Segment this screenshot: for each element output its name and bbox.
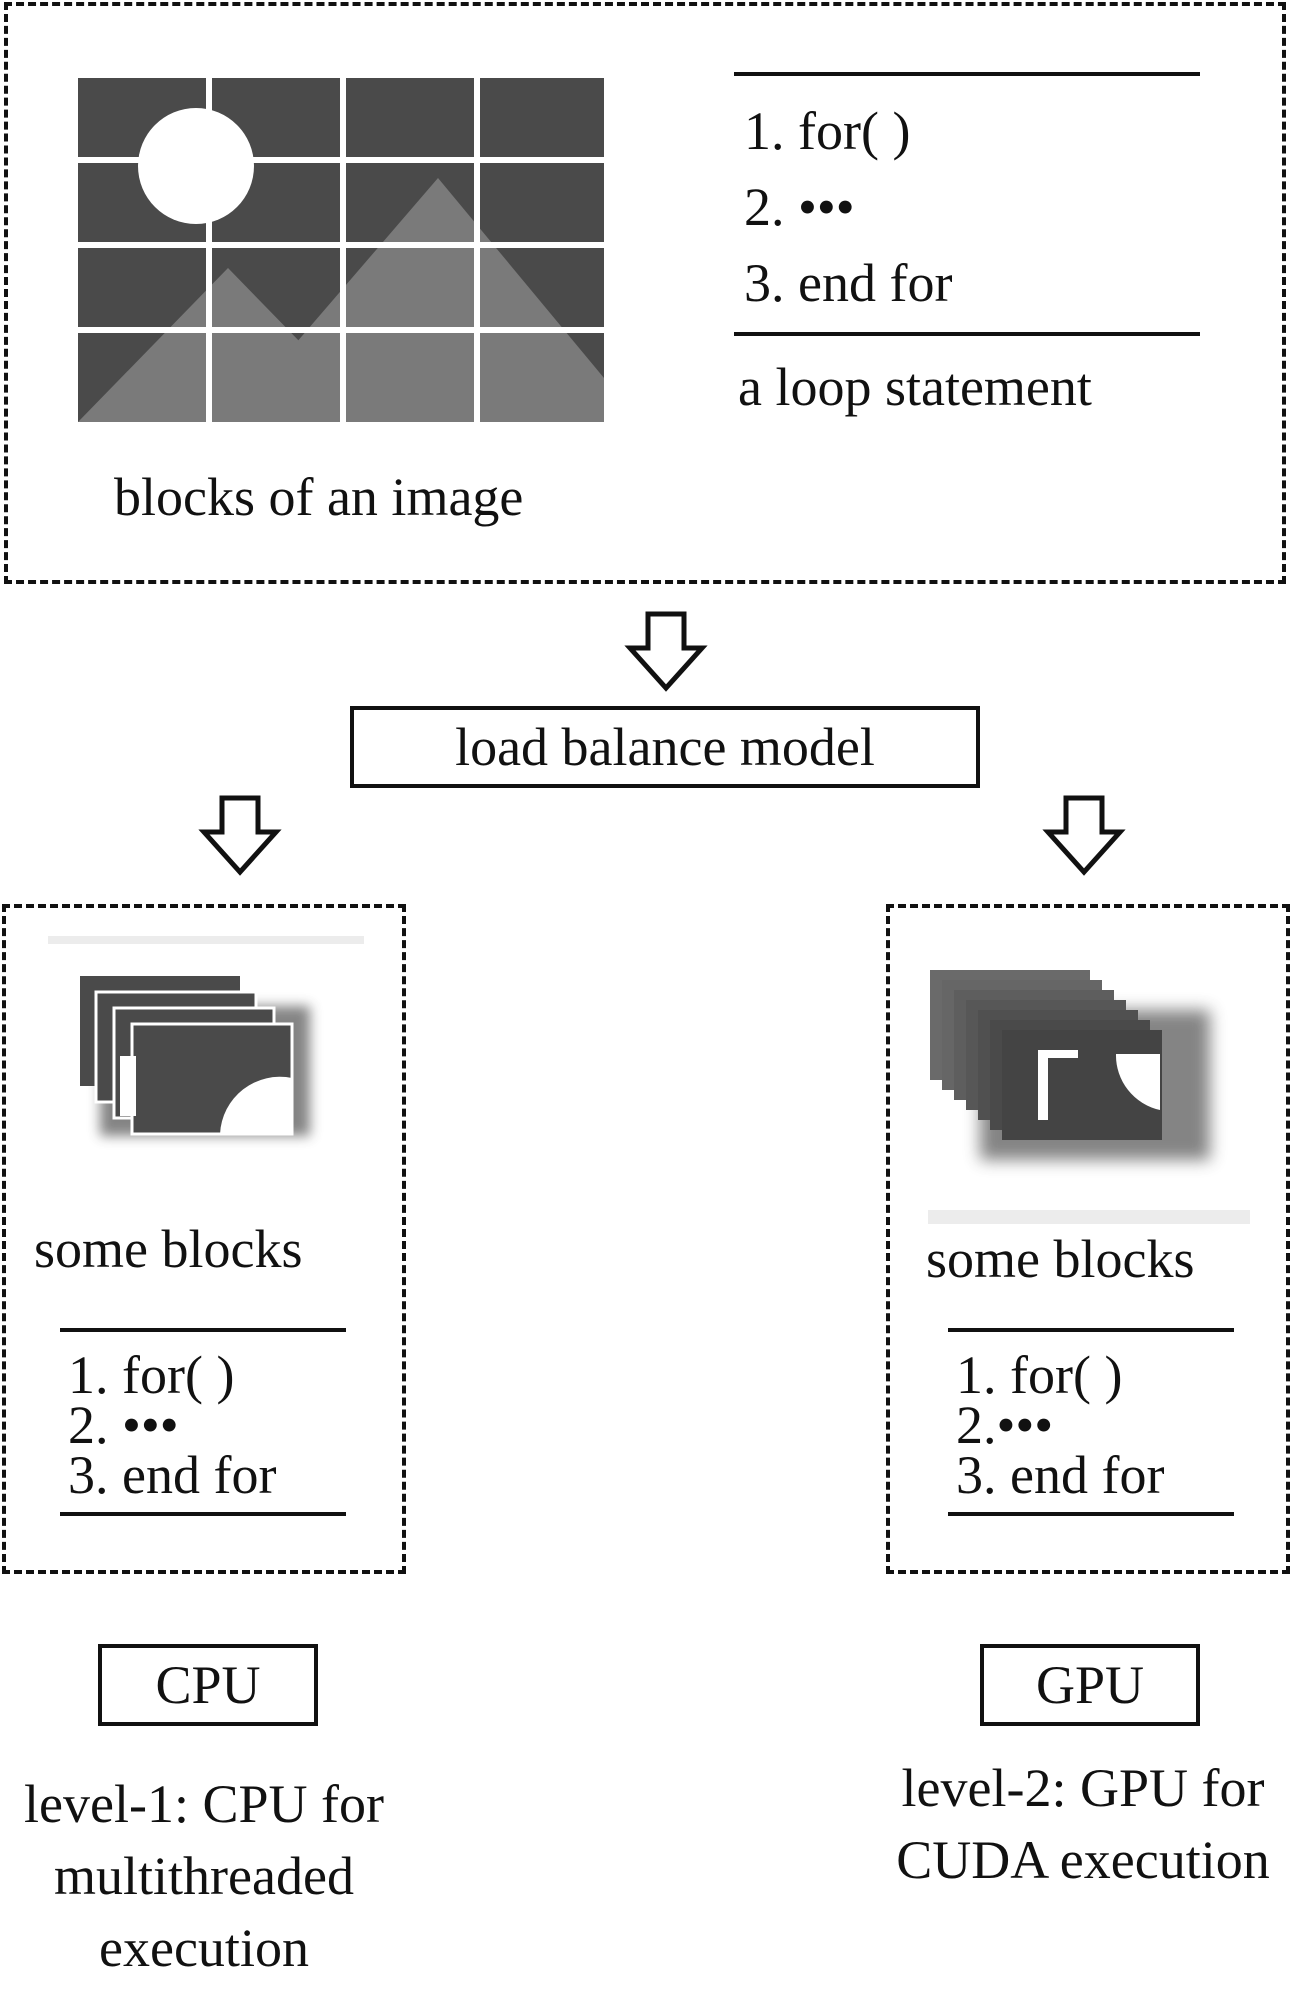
cpu-caption-line-2: multithreaded — [54, 1846, 354, 1906]
load-balance-model-label: load balance model — [455, 717, 875, 777]
gpu-panel — [886, 904, 1290, 1574]
cpu-box: CPU — [98, 1644, 318, 1726]
down-arrow-right-icon — [1042, 795, 1126, 876]
gpu-loop-line-3: 3. end for — [956, 1445, 1165, 1505]
load-balance-model-box: load balance model — [350, 706, 980, 788]
down-arrow-left-icon — [198, 795, 282, 876]
cpu-panel-divider — [48, 936, 364, 944]
gpu-loop-line-1: 1. for( ) — [956, 1345, 1123, 1405]
input-panel — [4, 2, 1286, 584]
cpu-caption: level-1: CPU for multithreaded execution — [0, 1768, 408, 1984]
image-caption: blocks of an image — [114, 467, 524, 527]
gpu-loop-line-2: 2.••• — [956, 1395, 1054, 1455]
cpu-loop-line-1: 1. for( ) — [68, 1345, 235, 1405]
gpu-box: GPU — [980, 1644, 1200, 1726]
gpu-caption-line-1: level-2: GPU for — [901, 1758, 1265, 1818]
cpu-loop-bottom-rule — [60, 1512, 346, 1516]
loop-bottom-rule — [734, 332, 1200, 336]
gpu-blocks-icon — [930, 970, 1210, 1160]
cpu-caption-line-3: execution — [99, 1918, 309, 1978]
gpu-blocks-label: some blocks — [926, 1229, 1195, 1289]
cpu-caption-line-1: level-1: CPU for — [24, 1774, 384, 1834]
loop-caption: a loop statement — [738, 357, 1092, 417]
gpu-loop-bottom-rule — [948, 1512, 1234, 1516]
image-blocks-icon — [78, 78, 604, 422]
cpu-blocks-label: some blocks — [34, 1219, 303, 1279]
gpu-loop-top-rule — [948, 1328, 1234, 1332]
cpu-loop-line-2: 2. ••• — [68, 1395, 179, 1455]
loop-line-2: 2. ••• — [744, 177, 855, 237]
gpu-caption: level-2: GPU for CUDA execution — [870, 1752, 1296, 1896]
cpu-panel — [2, 904, 406, 1574]
cpu-label: CPU — [155, 1655, 261, 1715]
cpu-loop-line-3: 3. end for — [68, 1445, 277, 1505]
cpu-loop-top-rule — [60, 1328, 346, 1332]
gpu-label: GPU — [1035, 1655, 1145, 1715]
loop-line-3: 3. end for — [744, 253, 953, 313]
gpu-panel-divider — [928, 1210, 1250, 1224]
loop-top-rule — [734, 72, 1200, 76]
down-arrow-icon — [624, 611, 708, 692]
cpu-blocks-icon — [80, 976, 310, 1136]
loop-line-1: 1. for( ) — [744, 101, 911, 161]
gpu-caption-line-2: CUDA execution — [896, 1830, 1270, 1890]
